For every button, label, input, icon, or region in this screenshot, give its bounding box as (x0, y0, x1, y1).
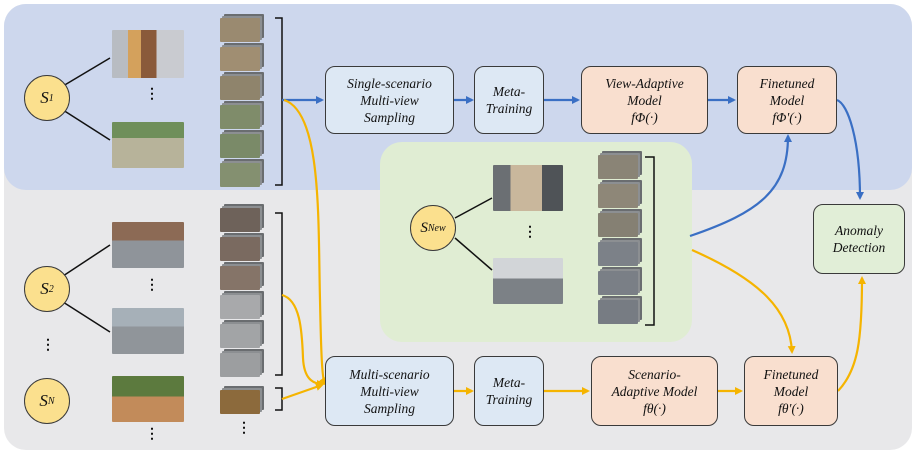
meta-training-bottom-box: Meta- Training (474, 356, 544, 426)
snew-thumb (598, 213, 638, 237)
box-line: Finetuned (763, 366, 819, 382)
box-line: Adaptive Model (611, 383, 698, 399)
box-line: Model (627, 92, 662, 108)
meta-training-top-box: Meta- Training (474, 66, 544, 134)
box-line: Sampling (363, 109, 415, 125)
snew-thumb (598, 155, 638, 179)
s2-thumb (220, 208, 260, 232)
s1-thumb (220, 105, 260, 129)
s1-thumb (220, 47, 260, 71)
s1-thumb (220, 76, 260, 100)
scenario-s1-sub: 1 (48, 92, 54, 104)
s1-thumb (220, 18, 260, 42)
tree-lines (62, 57, 493, 333)
box-line: Multi-scenario (349, 366, 430, 382)
s2-thumb (220, 324, 260, 348)
scenario-s2-base: S (40, 279, 49, 298)
box-line: Multi-view (360, 383, 419, 399)
snew-image-ellipsis: ⋮ (523, 225, 537, 240)
box-formula: fθ(·) (643, 400, 666, 416)
box-line: Meta- (492, 84, 526, 99)
scenario-sn-base: S (39, 391, 48, 410)
yellow-flow (281, 98, 866, 401)
sn-thumb (220, 390, 260, 414)
box-line: Training (485, 392, 533, 407)
scenario-s1-base: S (40, 88, 49, 107)
box-line: Model (773, 383, 809, 399)
snew-thumb (598, 242, 638, 266)
s1-image-ellipsis: ⋮ (145, 87, 159, 102)
box-line: Meta- (492, 375, 526, 390)
sn-image-ellipsis: ⋮ (145, 427, 159, 442)
s1-image-street (112, 30, 184, 78)
single-scenario-sampling-box: Single-scenario Multi-view Sampling (325, 66, 454, 134)
sn-thumb-ellipsis: ⋮ (237, 421, 251, 436)
s2-image-crossing (112, 308, 184, 354)
box-line: Finetuned (759, 75, 815, 91)
s1-image-park (112, 122, 184, 168)
snew-thumb (598, 300, 638, 324)
s2-thumb (220, 353, 260, 377)
s2-image-intersection (112, 222, 184, 268)
s2-thumb (220, 295, 260, 319)
s2-thumb (220, 266, 260, 290)
scenario-ellipsis: ⋮ (41, 338, 55, 353)
scenario-s2-sub: 2 (48, 283, 54, 295)
scenario-snew-sub: New (427, 222, 446, 234)
box-line: Detection (832, 240, 886, 255)
box-line: Sampling (363, 400, 415, 416)
box-line: View-Adaptive (605, 75, 684, 91)
finetuned-model-top-box: Finetuned Model fΦ'(·) (737, 66, 837, 134)
s2-image-ellipsis: ⋮ (145, 278, 159, 293)
box-formula: fθ'(·) (778, 400, 804, 416)
box-line: Multi-view (360, 92, 419, 108)
snew-image-doorway (493, 165, 563, 211)
anomaly-detection-box: Anomaly Detection (813, 204, 905, 274)
box-line: Training (485, 101, 533, 116)
box-line: Anomaly (835, 223, 883, 238)
multi-scenario-sampling-box: Multi-scenario Multi-view Sampling (325, 356, 454, 426)
finetuned-model-bottom-box: Finetuned Model fθ'(·) (744, 356, 838, 426)
blue-flow (282, 96, 864, 238)
snew-thumb (598, 184, 638, 208)
scenario-sn-sub: N (47, 395, 55, 407)
s1-thumb (220, 163, 260, 187)
box-line: Scenario- (628, 366, 681, 382)
scenario-adaptive-model-box: Scenario- Adaptive Model fθ(·) (591, 356, 718, 426)
box-line: Single-scenario (347, 75, 432, 91)
box-line: Model (769, 92, 805, 108)
box-formula: fΦ(·) (631, 109, 658, 125)
sn-image-crowd (112, 376, 184, 422)
view-adaptive-model-box: View-Adaptive Model fΦ(·) (581, 66, 708, 134)
s2-thumb (220, 237, 260, 261)
s1-thumb (220, 134, 260, 158)
box-formula: fΦ'(·) (772, 109, 802, 125)
snew-thumb (598, 271, 638, 295)
snew-image-parking (493, 258, 563, 304)
scenario-snew-base: S (420, 219, 428, 236)
